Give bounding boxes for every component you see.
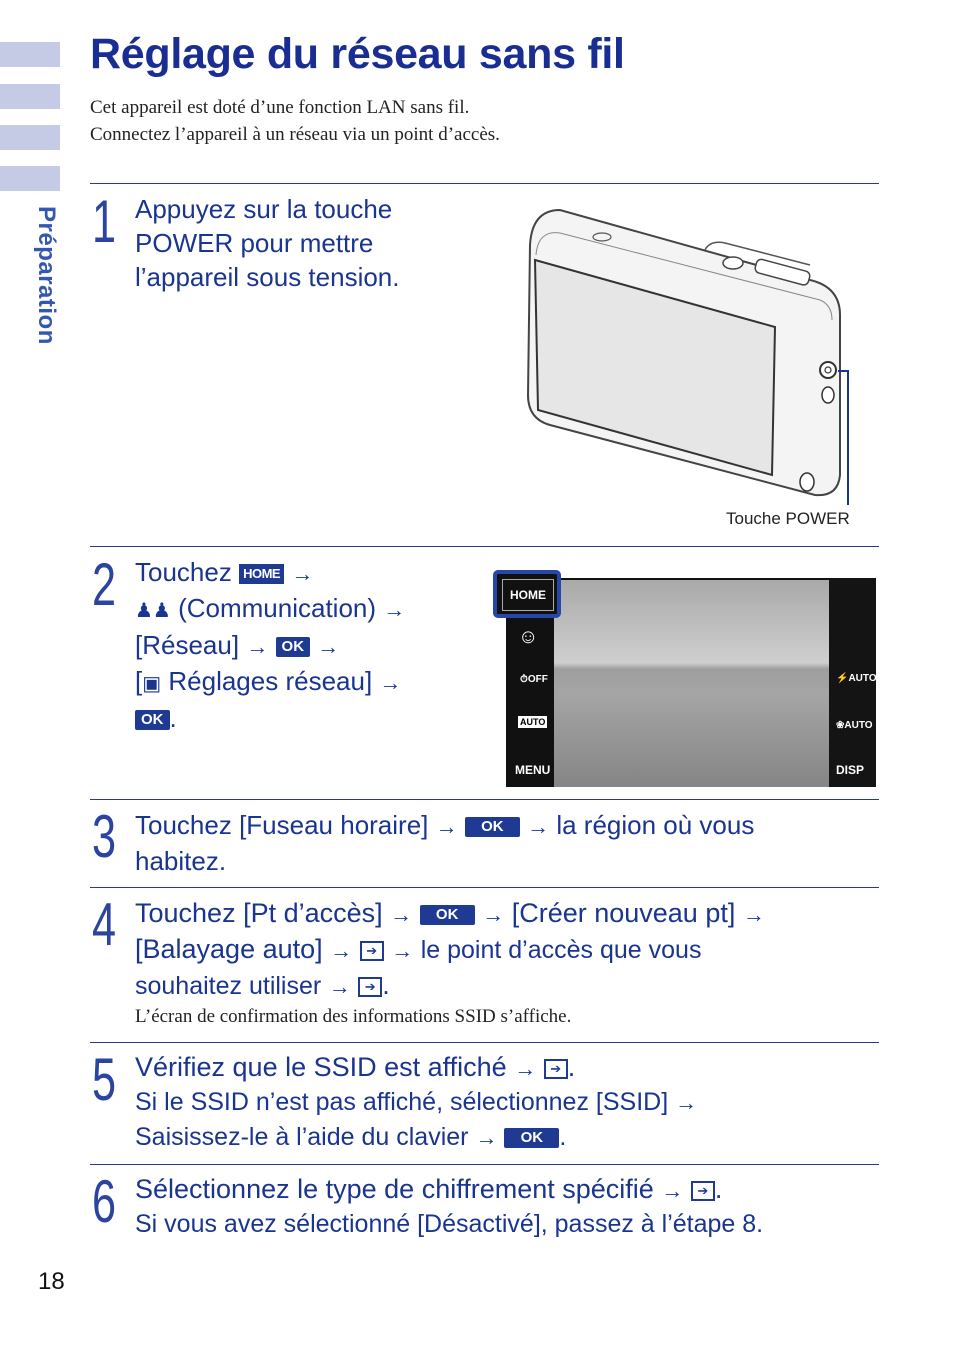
home-icon: HOME xyxy=(239,564,285,585)
toolbox-icon: ▣ xyxy=(142,673,162,695)
arrow-icon: → xyxy=(391,938,414,963)
step-number: 1 xyxy=(92,188,117,255)
ok-icon: OK xyxy=(464,817,520,838)
arrow-icon: → xyxy=(742,902,765,927)
step-note: L’écran de confirmation des informations… xyxy=(135,1006,572,1027)
arrow-icon: → xyxy=(383,597,406,622)
arrow-icon: → xyxy=(390,902,413,927)
step-text: Touchez [Pt d’accès] → OK → [Créer nouve… xyxy=(135,898,765,1000)
divider xyxy=(90,183,879,184)
divider xyxy=(90,887,879,888)
camera-illustration xyxy=(526,208,849,505)
chapter-tab xyxy=(0,84,60,109)
next-icon: ➔ xyxy=(690,1180,715,1201)
next-icon: ➔ xyxy=(359,940,384,961)
arrow-icon: → xyxy=(527,814,550,839)
step-text: Touchez [Fuseau horaire] → OK → la régio… xyxy=(135,810,755,876)
step-subtext: Si vous avez sélectionné [Désactivé], pa… xyxy=(135,1210,764,1238)
arrow-icon: → xyxy=(330,938,353,963)
step-number: 3 xyxy=(92,803,117,870)
step-text: Touchez HOME → ♟♟ (Communication) → [Rés… xyxy=(135,557,406,733)
communication-icon: ♟♟ xyxy=(135,600,171,622)
landscape-photo xyxy=(554,580,829,787)
step-text: Appuyez sur la touche POWER pour mettre … xyxy=(135,194,400,292)
arrow-icon: → xyxy=(246,634,269,659)
page-title: Réglage du réseau sans fil xyxy=(90,30,625,78)
ok-icon: OK xyxy=(419,904,475,925)
step-text: Vérifiez que le SSID est affiché → ➔. xyxy=(135,1052,576,1082)
step-number: 4 xyxy=(92,891,117,958)
section-label: Préparation xyxy=(33,206,60,345)
divider xyxy=(90,546,879,547)
arrow-icon: → xyxy=(435,814,458,839)
power-button-caption: Touche POWER xyxy=(726,509,850,528)
next-icon: ➔ xyxy=(358,976,383,997)
step-number: 5 xyxy=(92,1046,117,1113)
face-detect-icon: ☺ xyxy=(518,626,539,648)
divider xyxy=(90,1164,879,1165)
arrow-icon: → xyxy=(675,1090,698,1115)
next-icon: ➔ xyxy=(543,1058,568,1079)
scene-auto-icon: AUTO xyxy=(518,716,548,728)
page-number: 18 xyxy=(38,1268,65,1295)
step-text: Sélectionnez le type de chiffrement spéc… xyxy=(135,1174,723,1204)
divider xyxy=(90,799,879,800)
disp-button[interactable]: DISP xyxy=(836,763,865,777)
screen-right-bar xyxy=(829,578,876,787)
step-subtext: Si le SSID n’est pas affiché, sélectionn… xyxy=(135,1088,698,1151)
macro-auto-icon[interactable]: ❀AUTO xyxy=(836,720,873,731)
divider xyxy=(90,1042,879,1043)
ok-icon: OK xyxy=(275,637,311,658)
chapter-tab xyxy=(0,125,60,150)
flash-auto-icon[interactable]: ⚡AUTO xyxy=(836,673,877,684)
ok-icon: OK xyxy=(135,710,170,731)
home-button[interactable]: HOME xyxy=(493,570,561,618)
arrow-icon: → xyxy=(661,1178,684,1203)
step-number: 2 xyxy=(92,551,117,618)
arrow-icon: → xyxy=(482,902,505,927)
ok-icon: OK xyxy=(504,1128,560,1149)
arrow-icon: → xyxy=(328,974,351,999)
arrow-icon: → xyxy=(317,634,340,659)
arrow-icon: → xyxy=(291,561,314,586)
arrow-icon: → xyxy=(475,1125,498,1150)
self-timer-icon: ⏱OFF xyxy=(520,674,548,685)
chapter-tab-active xyxy=(0,166,60,191)
intro-text: Cet appareil est doté d’une fonction LAN… xyxy=(90,97,500,145)
camera-screen: ☺ ⏱OFF AUTO MENU ⚡AUTO ❀AUTO DISP xyxy=(506,578,877,787)
chapter-tab xyxy=(0,42,60,67)
arrow-icon: → xyxy=(379,670,402,695)
menu-button[interactable]: MENU xyxy=(515,763,551,777)
step-number: 6 xyxy=(92,1168,117,1235)
arrow-icon: → xyxy=(514,1056,537,1081)
